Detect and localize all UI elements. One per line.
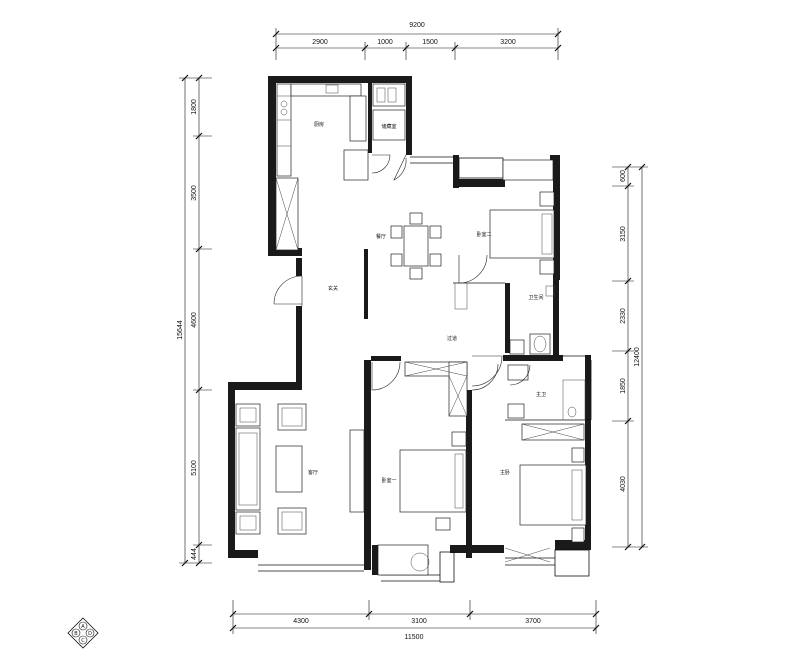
compass-c: C xyxy=(81,638,85,644)
dim-top-seg-1: 2900 xyxy=(312,39,328,46)
dim-right-total: 12400 xyxy=(634,347,641,367)
dim-left-total: 15644 xyxy=(177,320,184,340)
label-kitchen: 厨房 xyxy=(314,121,324,128)
compass-a: A xyxy=(81,624,85,630)
kitchen-fixtures xyxy=(275,83,407,251)
corridor-wardrobe xyxy=(371,355,503,417)
dim-left-seg-3: 4600 xyxy=(191,312,198,328)
dim-left-seg-2: 3500 xyxy=(191,185,198,201)
right-dimensions: 600 3150 2330 1850 4030 12400 xyxy=(612,163,648,551)
dim-left-seg-1: 1800 xyxy=(191,99,198,115)
label-master-bath: 主卫 xyxy=(536,391,546,398)
dim-right-seg-5: 4030 xyxy=(620,476,627,492)
dim-right-seg-1: 600 xyxy=(620,170,627,182)
dim-top-seg-4: 3200 xyxy=(500,39,516,46)
dim-right-seg-4: 1850 xyxy=(620,378,627,394)
dim-bottom-total: 11500 xyxy=(405,634,424,641)
dim-left-seg-4: 5100 xyxy=(191,460,198,476)
entry-door xyxy=(273,275,303,306)
bedroom2-furniture xyxy=(454,159,555,310)
room-labels: 厨房 储藏室 餐厅 玄关 过道 卧室二 卫生间 主卫 客厅 卧室一 主卧 xyxy=(308,121,546,484)
bathroom-fixtures xyxy=(507,285,586,421)
label-bedroom1: 卧室一 xyxy=(381,477,396,484)
master-furniture xyxy=(471,363,587,563)
label-master: 主卧 xyxy=(500,469,510,476)
label-dining: 餐厅 xyxy=(376,233,386,240)
compass-icon: A B D C xyxy=(67,617,99,649)
label-bedroom2: 卧室二 xyxy=(476,231,491,238)
bottom-dimensions: 4300 3100 3700 11500 xyxy=(229,600,600,641)
dining-set xyxy=(390,212,442,280)
dim-bottom-seg-3: 3700 xyxy=(525,618,541,625)
dim-top-total: 9200 xyxy=(409,22,425,29)
compass-b: B xyxy=(74,631,78,637)
left-dimensions: 15644 1800 3500 4600 5100 444 xyxy=(177,74,212,567)
dim-right-seg-2: 3150 xyxy=(620,226,627,242)
dim-top-seg-2: 1000 xyxy=(377,39,393,46)
compass-d: D xyxy=(88,631,92,637)
dim-bottom-seg-1: 4300 xyxy=(293,618,309,625)
dim-bottom-seg-2: 3100 xyxy=(411,618,427,625)
label-corridor: 过道 xyxy=(447,335,457,342)
dim-top-seg-3: 1500 xyxy=(422,39,438,46)
top-dimensions: 9200 2900 1000 1500 3200 xyxy=(272,22,562,60)
label-foyer: 玄关 xyxy=(328,285,338,292)
living-furniture xyxy=(235,403,365,535)
dim-right-seg-3: 2330 xyxy=(620,308,627,324)
dim-left-seg-5: 444 xyxy=(191,548,198,560)
walls xyxy=(228,76,591,575)
label-storage: 储藏室 xyxy=(381,123,396,130)
bedroom1-furniture xyxy=(377,431,467,576)
label-living: 客厅 xyxy=(308,469,318,476)
label-bathroom2: 卫生间 xyxy=(528,294,543,301)
